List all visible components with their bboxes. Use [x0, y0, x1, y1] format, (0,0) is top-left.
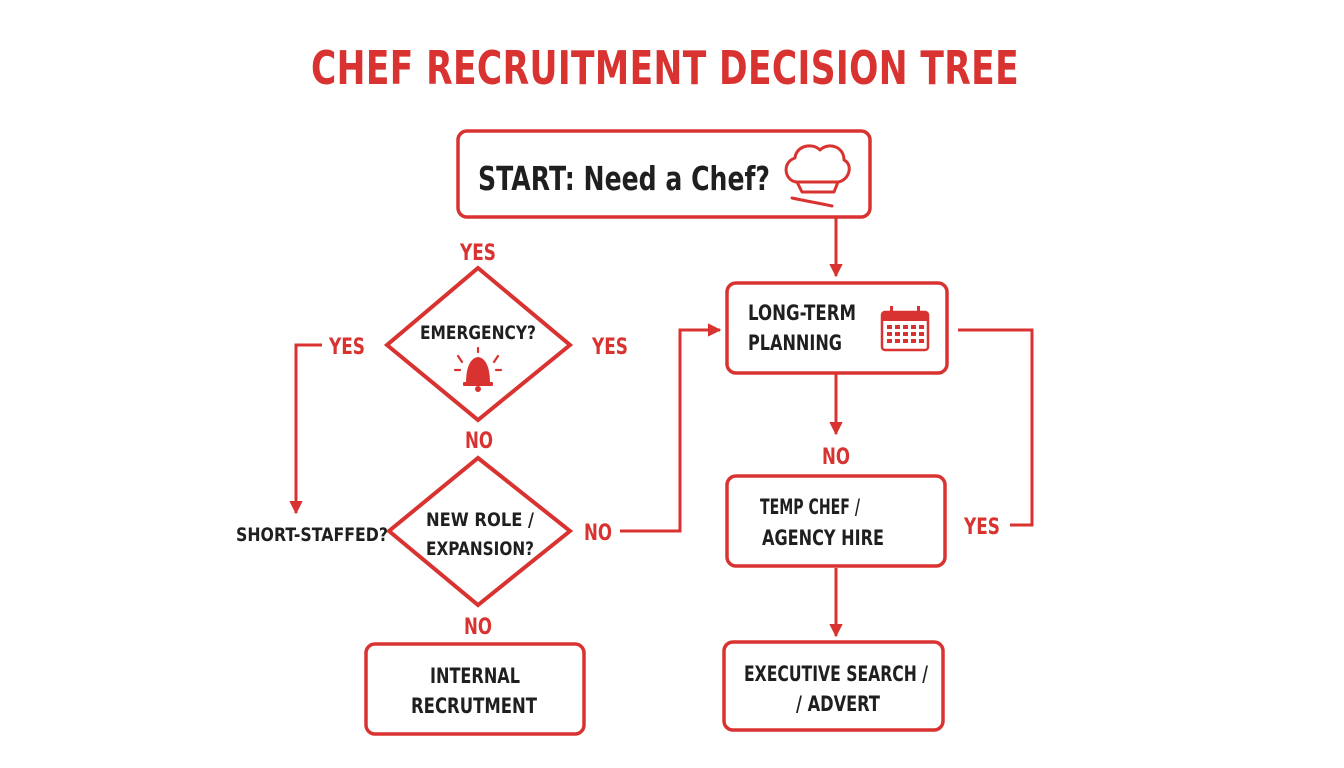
- label-long-term-yes: YES: [963, 515, 1000, 540]
- new-role-label-line2: EXPANSION?: [426, 538, 534, 560]
- label-emergency-top-yes: YES: [459, 241, 496, 266]
- long-term-planning-node: LONG-TERM PLANNING: [725, 281, 949, 375]
- short-staffed-label: SHORT-STAFFED?: [236, 524, 388, 546]
- page-title: CHEF RECRUITMENT DECISION TREE: [311, 41, 1019, 95]
- emergency-label: EMERGENCY?: [420, 322, 536, 344]
- executive-search-node: EXECUTIVE SEARCH / / ADVERT: [722, 640, 945, 732]
- internal-label-line2: RECRUTMENT: [411, 694, 538, 718]
- label-new-role-bottom-no: NO: [464, 615, 492, 640]
- new-role-decision: NEW ROLE / EXPANSION?: [385, 455, 574, 608]
- long-term-label-line1: LONG-TERM: [748, 301, 856, 325]
- internal-recruitment-node: INTERNAL RECRUTMENT: [364, 642, 586, 736]
- calendar-icon: [880, 306, 930, 352]
- executive-label-line1: EXECUTIVE SEARCH /: [744, 662, 928, 686]
- emergency-decision: EMERGENCY?: [383, 265, 574, 423]
- connector-new-role-to-long-term: [620, 323, 722, 533]
- internal-label-line1: INTERNAL: [430, 664, 520, 688]
- edge-labels: YES YES YES NO NO NO NO YES: [328, 241, 1000, 640]
- start-label: START: Need a Chef?: [478, 159, 770, 198]
- temp-chef-label-line2: AGENCY HIRE: [762, 526, 884, 550]
- connector-long-term-yes-loop: [958, 328, 1034, 527]
- start-node: START: Need a Chef?: [456, 129, 872, 219]
- new-role-label-line1: NEW ROLE /: [426, 509, 534, 531]
- label-new-role-right-no: NO: [584, 521, 612, 546]
- executive-label-line2: / ADVERT: [796, 692, 881, 716]
- connectors: [289, 218, 1034, 638]
- label-emergency-right-yes: YES: [591, 335, 628, 360]
- connector-emergency-to-short-staffed: [289, 343, 322, 515]
- temp-chef-label-line1: TEMP CHEF /: [760, 495, 860, 519]
- temp-chef-node: TEMP CHEF / AGENCY HIRE: [725, 474, 947, 568]
- label-long-term-no: NO: [822, 445, 850, 470]
- long-term-label-line2: PLANNING: [748, 331, 842, 355]
- label-emergency-left-yes: YES: [328, 335, 365, 360]
- alarm-bell-icon: [453, 346, 503, 392]
- label-emergency-no: NO: [465, 429, 493, 454]
- chef-hat-icon: [784, 144, 851, 208]
